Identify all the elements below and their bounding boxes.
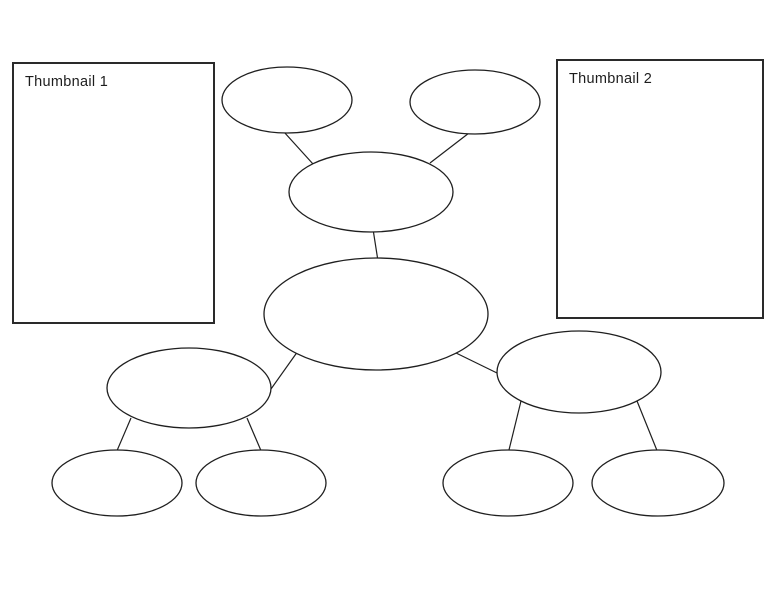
node-center[interactable] [263,257,489,371]
node-left-leaf-2[interactable] [195,449,327,517]
thumbnail-2-label: Thumbnail 2 [569,71,653,87]
node-left-branch[interactable] [106,347,272,429]
edge-topleaf2-topbranch [429,132,470,164]
edge-center-rightbranch [453,351,498,374]
edge-topbranch-center [372,228,379,262]
node-top-branch[interactable] [288,151,454,233]
edge-rightbranch-rightleaf1 [507,400,522,455]
node-top-leaf-1[interactable] [221,66,353,134]
edge-rightbranch-rightleaf2 [636,400,659,454]
node-right-branch[interactable] [496,330,662,414]
thumbnail-2-box[interactable]: Thumbnail 2 [556,59,764,319]
edge-leftbranch-leftleaf2 [246,417,263,454]
edge-topleaf1-topbranch [283,131,314,165]
thumbnail-1-label: Thumbnail 1 [25,74,109,90]
edge-center-leftbranch [270,350,299,390]
thumbnail-1-box[interactable]: Thumbnail 1 [12,62,215,324]
node-right-leaf-1[interactable] [442,449,574,517]
node-left-leaf-1[interactable] [51,449,183,517]
node-top-leaf-2[interactable] [409,69,541,135]
node-right-leaf-2[interactable] [591,449,725,517]
edge-leftbranch-leftleaf1 [115,417,132,454]
